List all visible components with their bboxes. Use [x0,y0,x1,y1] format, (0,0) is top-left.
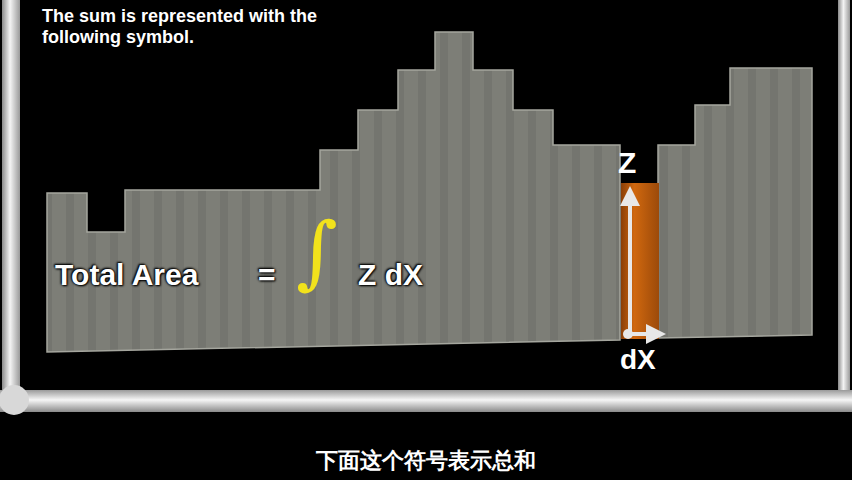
z-arrow [628,196,632,334]
stepped-area [658,68,812,338]
formula-text: Z dX [358,258,423,293]
integral-symbol: ∫ [296,212,338,292]
caption-text: The sum is represented with the followin… [42,6,382,47]
area-slice [621,183,659,339]
formula-text: Total Area [55,258,198,293]
subtitle-text: 下面这个符号表示总和 [316,448,536,473]
axis-tube [838,0,850,390]
stepped-area [47,32,620,352]
axis-label: dX [620,344,656,376]
axis-label: Z [618,146,636,181]
axis-joint [0,385,29,415]
formula-equals: = [258,258,276,293]
arrow-origin [623,329,633,339]
axis-tube [2,0,20,400]
axis-tube [0,390,852,412]
